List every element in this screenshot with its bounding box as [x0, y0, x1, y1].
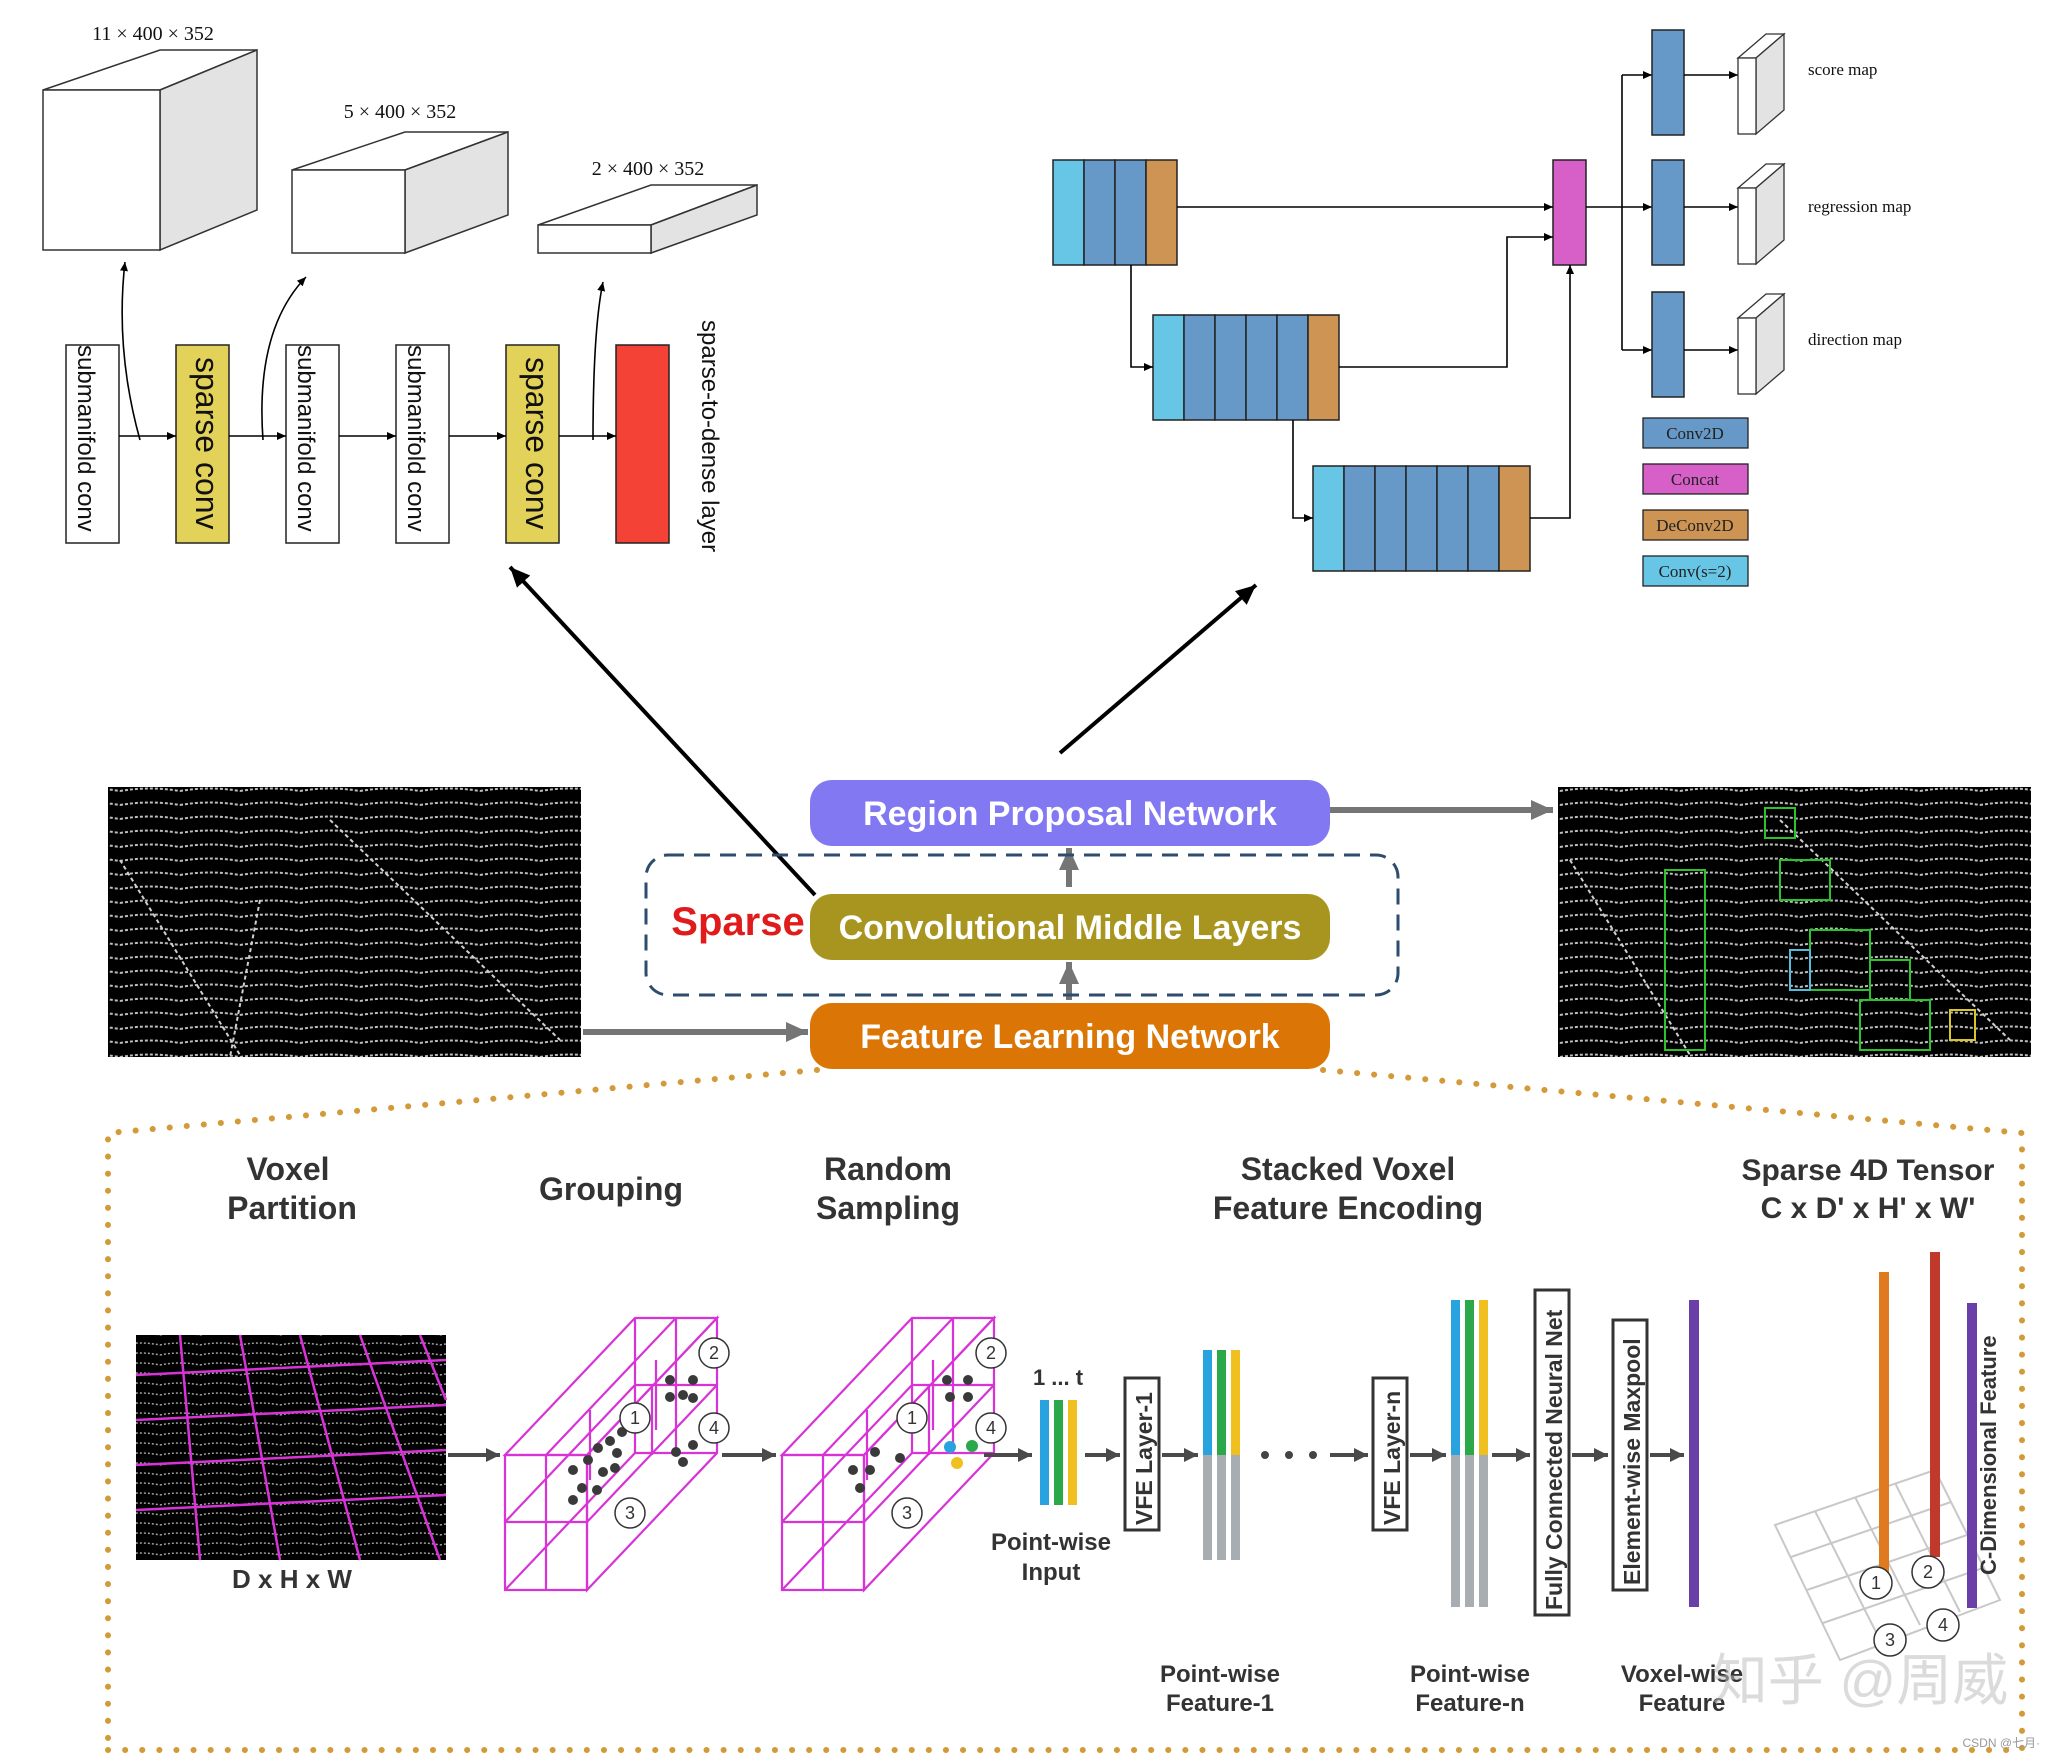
- step-stacked-voxel: Stacked Voxel: [1241, 1151, 1456, 1187]
- step-sparse-tensor: Sparse 4D Tensor: [1742, 1154, 1995, 1187]
- step-sampling: Sampling: [816, 1190, 960, 1226]
- fcn-label: Fully Connected Neural Net: [1541, 1309, 1567, 1610]
- voxelwise-feature-label-b: Feature: [1639, 1690, 1726, 1717]
- middle-layers-pill: [810, 894, 1330, 960]
- feature-volume-1: 11 × 400 × 352: [42, 23, 258, 252]
- sampling-circle-2: 2: [986, 1343, 996, 1363]
- sparse-tensor-grid: [1773, 1468, 2002, 1662]
- pointwise-input-label-1: Point-wise: [991, 1529, 1111, 1556]
- dims-label-1: 11 × 400 × 352: [92, 23, 214, 45]
- voxelwise-feature-bar: [1689, 1300, 1699, 1607]
- step-tensor-dims: C x D' x H' x W': [1761, 1192, 1976, 1225]
- rpn-pill: [810, 780, 1330, 846]
- layer-sparse-to-dense: sparse-to-dense layer: [696, 320, 723, 552]
- step-grouping: Grouping: [539, 1171, 683, 1207]
- sparse-label: Sparse: [671, 900, 804, 944]
- tensor-feature-bar-2: [1930, 1252, 1940, 1557]
- grouping-circle-2: 2: [709, 1343, 719, 1363]
- dims-label-3: 2 × 400 × 352: [592, 158, 705, 180]
- score-map: score map: [1736, 32, 1877, 136]
- legend-conv2d: Conv2D: [1666, 424, 1724, 443]
- voxelwise-feature-label-a: Voxel-wise: [1621, 1661, 1743, 1688]
- tensor-feature-bar-1: [1879, 1272, 1889, 1577]
- regression-map-label: regression map: [1808, 197, 1911, 216]
- fln-pill: [810, 1003, 1330, 1069]
- pointwise-feature-n: [1451, 1300, 1488, 1607]
- sparse-to-dense-block: [615, 344, 670, 544]
- input-point-cloud-image: [108, 787, 581, 1058]
- sampling-circle-4: 4: [986, 1418, 996, 1438]
- rpn-stage-1: [1052, 159, 1178, 266]
- sampling-voxels: [779, 1315, 997, 1593]
- legend-concat: Concat: [1671, 470, 1719, 489]
- direction-map-label: direction map: [1808, 330, 1902, 349]
- output-detection-image: [1558, 787, 2031, 1057]
- vfe-layer-1-label: VFE Layer-1: [1131, 1392, 1157, 1525]
- legend-conv-s2: Conv(s=2): [1659, 562, 1732, 581]
- grouping-circle-3: 3: [625, 1503, 635, 1523]
- maxpool-box: [1611, 1318, 1649, 1592]
- sparse-conv-branch: 11 × 400 × 352 5 × 400 × 352 2 × 400 × 3…: [42, 23, 758, 552]
- rpn-branch: score map regression map direction map C…: [1052, 29, 1911, 587]
- pointwise-feature-n-label-b: Feature-n: [1415, 1690, 1524, 1717]
- pointwise-input-t: 1 ... t: [1033, 1365, 1084, 1390]
- rpn-stage-3: [1312, 465, 1531, 572]
- regression-head: [1651, 159, 1685, 266]
- pointwise-feature-1-label-b: Feature-1: [1166, 1690, 1274, 1717]
- score-head: [1651, 29, 1685, 136]
- pointwise-feature-n-label-a: Point-wise: [1410, 1661, 1530, 1688]
- tensor-circle-3: 3: [1885, 1630, 1895, 1650]
- pipeline: Region Proposal Network Convolutional Mi…: [108, 780, 2031, 1069]
- layer-submanifold-1: submanifold conv: [72, 345, 99, 532]
- sparse-middle-dashed-region: [644, 853, 1400, 997]
- tensor-circle-1: 1: [1871, 1573, 1881, 1593]
- step-voxel: Voxel: [247, 1151, 330, 1187]
- grouping-circle-4: 4: [709, 1418, 719, 1438]
- rpn-label: Region Proposal Network: [863, 795, 1277, 833]
- grouping-voxels: [502, 1315, 720, 1593]
- tensor-circle-4: 4: [1938, 1615, 1948, 1635]
- tensor-circle-2: 2: [1923, 1562, 1933, 1582]
- legend-deconv2d: DeConv2D: [1656, 516, 1733, 535]
- direction-head: [1651, 291, 1685, 398]
- step-random: Random: [824, 1151, 952, 1187]
- voxel-partition-image: D x H x W: [135, 1334, 448, 1594]
- rpn-stage-2: [1152, 314, 1340, 421]
- arrow-to-rpn-branch: [1058, 583, 1258, 755]
- score-map-label: score map: [1808, 60, 1877, 79]
- layer-submanifold-2: submanifold conv: [292, 345, 319, 532]
- fln-label: Feature Learning Network: [860, 1018, 1280, 1056]
- dims-label-2: 5 × 400 × 352: [344, 101, 457, 123]
- layer-sparse-1: sparse conv: [189, 357, 225, 530]
- layer-sparse-2: sparse conv: [519, 357, 555, 530]
- dhw-label: D x H x W: [232, 1564, 352, 1594]
- layer-submanifold-3: submanifold conv: [402, 345, 429, 532]
- tensor-feature-bar-4: [1967, 1303, 1977, 1608]
- pointwise-feature-1: [1203, 1350, 1240, 1560]
- pointwise-input-label-2: Input: [1022, 1559, 1081, 1586]
- pointwise-feature-1-label-a: Point-wise: [1160, 1661, 1280, 1688]
- watermark: 知乎 @周威: [1712, 1649, 2008, 1712]
- vfe-layer-1-box: [1123, 1376, 1161, 1532]
- feature-volume-3: 2 × 400 × 352: [537, 158, 758, 255]
- arrow-to-sparse-branch: [508, 565, 817, 897]
- sampling-circle-1: 1: [907, 1408, 917, 1428]
- concat-block: [1552, 159, 1587, 266]
- sampling-circle-3: 3: [902, 1503, 912, 1523]
- feature-learning-detail: Voxel Partition Grouping Random Sampling…: [105, 1067, 2025, 1753]
- feature-volume-2: 5 × 400 × 352: [291, 101, 509, 255]
- credit-text: CSDN @七月·: [1962, 1736, 2040, 1750]
- middle-layers-label: Convolutional Middle Layers: [839, 909, 1302, 947]
- direction-map: direction map: [1736, 292, 1902, 396]
- vfe-layer-n-label: VFE Layer-n: [1379, 1391, 1405, 1525]
- vfe-layer-n-box: [1371, 1376, 1409, 1532]
- rpn-legend: Conv2D Concat DeConv2D Conv(s=2): [1642, 417, 1749, 587]
- maxpool-label: Element-wise Maxpool: [1619, 1338, 1645, 1585]
- cdim-feature-label: C-Dimensional Feature: [1976, 1335, 2001, 1575]
- step-partition: Partition: [227, 1190, 357, 1226]
- fcn-box: [1533, 1288, 1571, 1617]
- step-feature-encoding: Feature Encoding: [1213, 1190, 1483, 1226]
- grouping-circle-1: 1: [630, 1408, 640, 1428]
- regression-map: regression map: [1736, 162, 1911, 266]
